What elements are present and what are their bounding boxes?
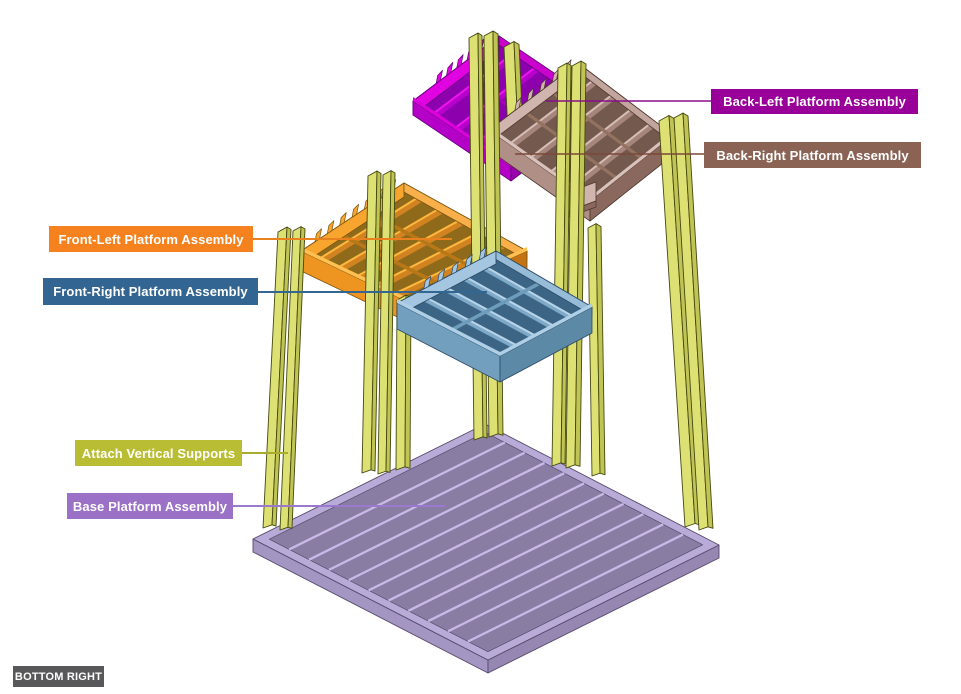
front-right-platform-joist-top (475, 260, 575, 318)
front-left-platform-joist-end (339, 212, 347, 226)
front-left-platform-joist (374, 228, 487, 293)
vertical-support-post-side (287, 226, 306, 529)
back-right-platform-rim-lip (590, 131, 673, 201)
support-posts-right (551, 60, 714, 531)
front-right-platform-joist-end (478, 246, 487, 261)
base-slat-gap (407, 502, 625, 612)
front-right-platform-joist-end (451, 261, 459, 275)
front-right-platform-rim-lip (397, 299, 500, 356)
leader-lines (233, 100, 711, 507)
front-right-platform-joist-end (437, 268, 445, 282)
back-left-platform-joist-end (456, 54, 464, 69)
back-left-platform-joist-end (435, 69, 443, 84)
vertical-support-post-side (271, 226, 292, 527)
back-left-platform-joist-end (446, 62, 454, 77)
base-slat-gap (348, 472, 565, 582)
label-back-left-platform-assembly: Back-Left Platform Assembly (711, 89, 918, 114)
front-right-platform-rim-lip (500, 303, 592, 356)
back-right-platform-joist (569, 120, 654, 194)
label-attach-vertical-supports: Attach Vertical Supports (75, 440, 242, 466)
vertical-support-post-side (370, 170, 382, 472)
base-deck (268, 431, 704, 653)
base-slat-gap (467, 533, 684, 643)
front-left-platform-joist-end (326, 220, 335, 234)
label-back-right-platform-assembly: Back-Right Platform Assembly (704, 142, 921, 168)
back-right-platform-joist-end (514, 96, 522, 111)
view-orientation-badge: BOTTOM RIGHT (13, 666, 104, 687)
front-right-platform-joist-end (423, 276, 432, 290)
vertical-support-post-side (682, 112, 714, 529)
vertical-support-post-side (385, 170, 396, 473)
base-slat-gap (328, 461, 545, 571)
base-slat-gap (447, 523, 664, 633)
base-platform (252, 423, 720, 674)
front-right-platform-joist-end (465, 254, 473, 268)
front-left-platform-joist-end (351, 203, 359, 218)
front-right-platform-blocking (448, 279, 544, 334)
vertical-support-post-side (595, 223, 606, 476)
back-right-platform-joist-end (526, 87, 535, 102)
label-front-left-platform-assembly: Front-Left Platform Assembly (49, 226, 253, 252)
back-right-platform-joist-end (539, 78, 547, 93)
label-base-platform-assembly: Base Platform Assembly (67, 493, 233, 519)
base-slat-gap (427, 513, 644, 623)
front-right-platform (396, 246, 593, 383)
back-right-platform (488, 59, 674, 222)
base-slat-gap (288, 441, 506, 551)
base-slat-gap (388, 492, 605, 602)
base-slat-gap (368, 482, 585, 592)
label-front-right-platform-assembly: Front-Right Platform Assembly (43, 278, 258, 305)
